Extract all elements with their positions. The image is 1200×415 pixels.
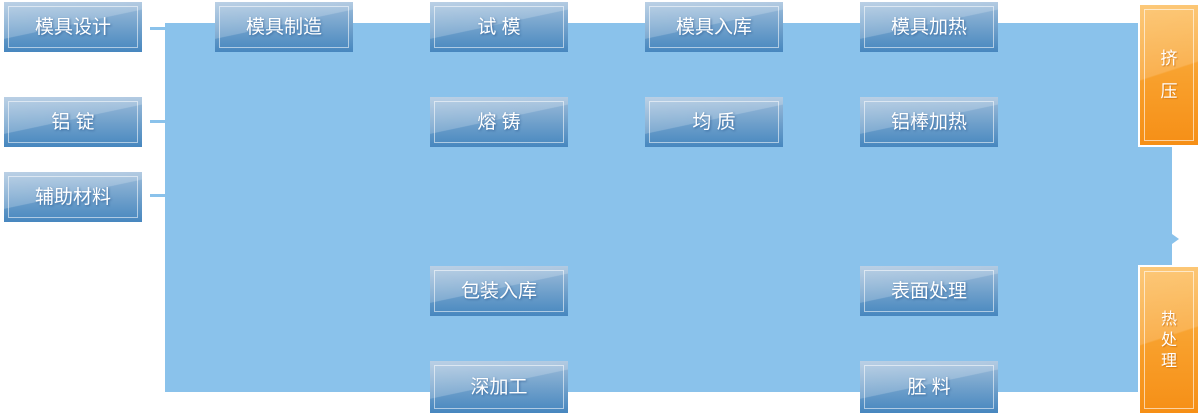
node-billet: 胚 料 bbox=[860, 361, 998, 413]
node-mold-warehousing: 模具入库 bbox=[645, 2, 783, 52]
node-label: 铝 锭 bbox=[51, 111, 95, 133]
node-label: 辅助材料 bbox=[34, 186, 111, 208]
side-label-heat-treatment: 热处理 bbox=[1138, 265, 1200, 415]
node-aluminum-ingot: 铝 锭 bbox=[4, 97, 142, 147]
process-panel bbox=[165, 23, 1172, 392]
node-homogenization: 均 质 bbox=[645, 97, 783, 147]
node-aluminum-rod-heating: 铝棒加热 bbox=[860, 97, 998, 147]
node-label: 模具入库 bbox=[675, 16, 752, 38]
node-label: 均 质 bbox=[692, 111, 736, 133]
node-surface-treatment: 表面处理 bbox=[860, 266, 998, 316]
node-label: 表面处理 bbox=[890, 280, 967, 302]
node-label: 模具设计 bbox=[34, 16, 111, 38]
node-mold-design: 模具设计 bbox=[4, 2, 142, 52]
side-label-text: 热处理 bbox=[1161, 310, 1178, 370]
node-label: 深加工 bbox=[470, 376, 528, 398]
node-label: 模具加热 bbox=[890, 16, 967, 38]
node-mold-heating: 模具加热 bbox=[860, 2, 998, 52]
node-label: 模具制造 bbox=[245, 16, 322, 38]
node-label: 胚 料 bbox=[907, 376, 951, 398]
node-auxiliary-materials: 辅助材料 bbox=[4, 172, 142, 222]
node-packing-warehousing: 包装入库 bbox=[430, 266, 568, 316]
side-label-text: 挤压 bbox=[1160, 49, 1178, 101]
node-melting-casting: 熔 铸 bbox=[430, 97, 568, 147]
connector-dash bbox=[150, 194, 166, 197]
node-mold-manufacturing: 模具制造 bbox=[215, 2, 353, 52]
connector-dash bbox=[150, 27, 166, 30]
node-deep-processing: 深加工 bbox=[430, 361, 568, 413]
node-label: 试 模 bbox=[477, 16, 521, 38]
arrow-right-icon bbox=[1172, 234, 1179, 244]
node-label: 熔 铸 bbox=[477, 111, 521, 133]
node-label: 铝棒加热 bbox=[890, 111, 967, 133]
node-mold-trial: 试 模 bbox=[430, 2, 568, 52]
connector-dash bbox=[150, 120, 166, 123]
side-label-extrusion: 挤压 bbox=[1138, 3, 1200, 147]
node-label: 包装入库 bbox=[460, 280, 537, 302]
